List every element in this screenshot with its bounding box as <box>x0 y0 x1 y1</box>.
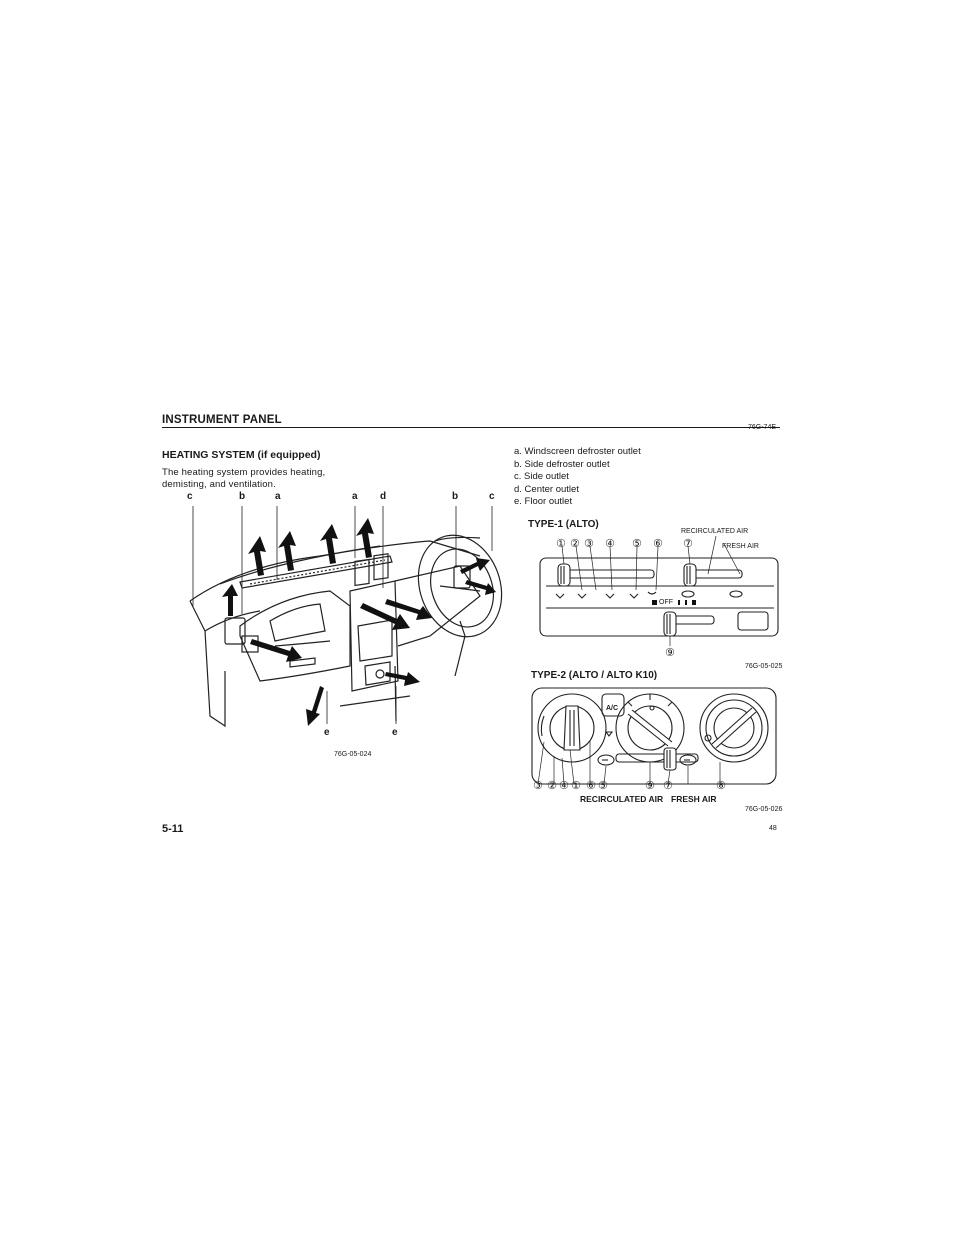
type1-num-2: ② <box>570 538 580 550</box>
type1-num-5: ⑤ <box>632 538 642 550</box>
callout-a-left: a <box>275 491 281 502</box>
outlet-legend: a. Windscreen defroster outlet b. Side d… <box>514 446 641 509</box>
header-code: 76G-74E <box>748 424 777 431</box>
callout-b-left: b <box>239 491 246 502</box>
type1-num-3: ③ <box>584 538 594 550</box>
type1-off-label: OFF <box>659 599 673 606</box>
legend-item: a. Windscreen defroster outlet <box>514 446 641 457</box>
header-rule <box>162 427 780 428</box>
type1-fresh-label: FRESH AIR <box>722 543 759 550</box>
type2-num-7: ⑦ <box>663 780 673 792</box>
type1-heading: TYPE-1 (ALTO) <box>528 519 599 530</box>
type1-recirculated-label: RECIRCULATED AIR <box>681 528 749 535</box>
header-title: INSTRUMENT PANEL <box>162 414 282 426</box>
callout-e-left: e <box>324 727 330 738</box>
legend-item: c. Side outlet <box>514 471 569 482</box>
callout-b-right: b <box>452 491 459 502</box>
type2-heading: TYPE-2 (ALTO / ALTO K10) <box>531 670 658 681</box>
type2-ac-label: A/C <box>606 705 619 712</box>
page-small-number: 48 <box>769 825 777 832</box>
type1-control-panel <box>539 535 779 646</box>
type2-control-panel <box>531 687 777 785</box>
callout-e-right: e <box>392 727 398 738</box>
type2-num-1: ① <box>571 780 581 792</box>
type2-num-3: ③ <box>533 780 543 792</box>
figure-code-type1: 76G-05-025 <box>745 663 783 670</box>
type2-fresh-label: FRESH AIR <box>671 794 717 804</box>
type1-num-9: ⑨ <box>665 647 675 659</box>
type2-recirculated-label: RECIRCULATED AIR <box>580 794 664 804</box>
legend-item: d. Center outlet <box>514 483 579 495</box>
dashboard-illustration <box>189 506 503 728</box>
page-number: 5-11 <box>162 823 184 835</box>
type2-num-2: ② <box>547 780 557 792</box>
intro-paragraph: The heating system provides heating, dem… <box>162 467 326 490</box>
legend-item: e. Floor outlet <box>514 496 573 507</box>
type2-num-6: ⑥ <box>586 780 596 792</box>
legend-item: b. Side defroster outlet <box>514 458 610 470</box>
callout-c-left: c <box>187 491 193 502</box>
section-heading: HEATING SYSTEM (if equipped) <box>162 449 321 461</box>
figure-code-type2: 76G-05-026 <box>745 806 783 813</box>
type2-num-4: ④ <box>559 780 569 792</box>
type1-num-4: ④ <box>605 538 615 550</box>
callout-a-right: a <box>352 491 358 502</box>
type2-num-9: ⑨ <box>645 780 655 792</box>
type1-num-6: ⑥ <box>653 538 663 550</box>
type1-num-1: ① <box>556 538 566 550</box>
callout-d: d <box>380 491 387 502</box>
callout-c-right: c <box>489 491 495 502</box>
type1-num-7: ⑦ <box>683 538 693 550</box>
type2-num-5: ⑤ <box>598 780 608 792</box>
figure-code-dash: 76G-05-024 <box>334 751 372 758</box>
type2-num-8: ⑧ <box>716 780 726 792</box>
